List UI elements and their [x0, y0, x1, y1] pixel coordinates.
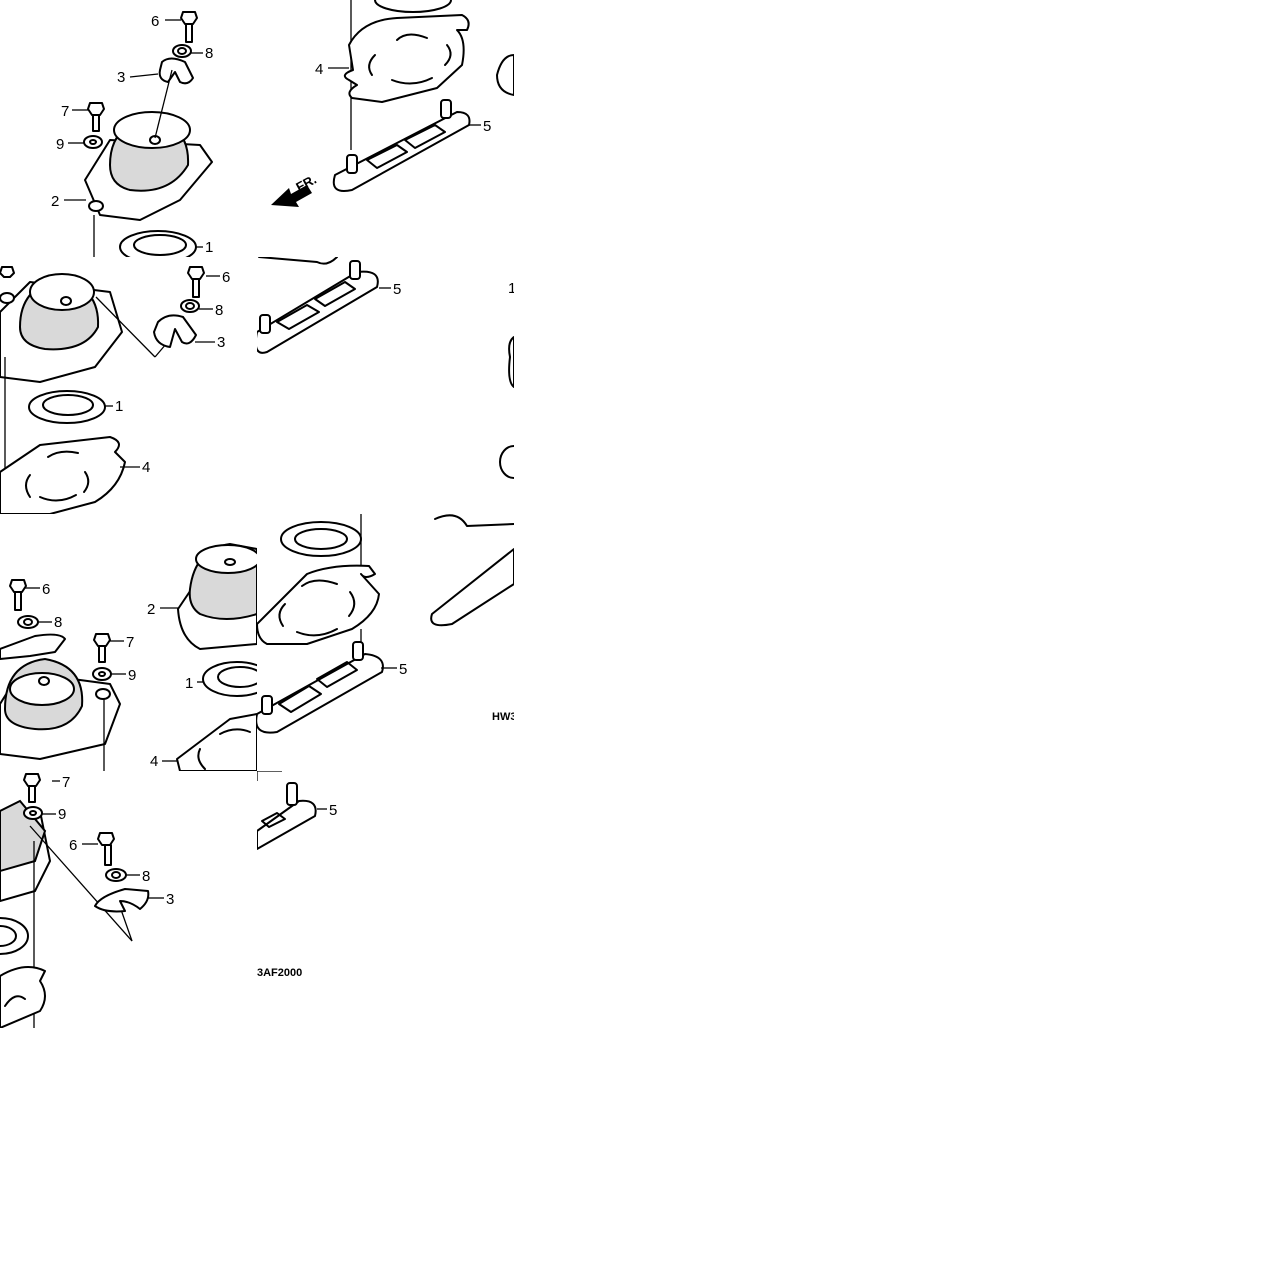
callout-9: 9: [56, 136, 64, 153]
callout-2: 2: [147, 601, 155, 618]
bolt-6: [97, 832, 115, 846]
diagram-tile-mount-assembly-c: 6 8 7 9 2 1 4: [0, 514, 257, 771]
plate-4: [0, 436, 126, 514]
callout-1: 1: [115, 398, 123, 415]
callout-1-left: 1: [185, 675, 193, 692]
plate-4: [343, 14, 470, 103]
callout-6: 6: [222, 269, 230, 286]
callout-8: 8: [54, 614, 62, 631]
plate-5: [332, 111, 471, 192]
callout-4-left: 4: [150, 753, 158, 770]
front-arrow-icon: FR.: [271, 172, 319, 207]
callout-8: 8: [215, 302, 223, 319]
callout-2: 2: [51, 193, 59, 210]
bracket-3: [0, 633, 66, 660]
callout-7: 7: [62, 774, 70, 791]
diagram-tile-rear-plate: 5 3 2 1: [257, 257, 514, 514]
callout-4: 4: [142, 459, 150, 476]
callout-9: 9: [128, 667, 136, 684]
callout-5: 5: [399, 661, 407, 678]
callout-8: 8: [142, 868, 150, 885]
drawing-code-2: 3AF2000: [257, 967, 302, 979]
callout-6: 6: [42, 581, 50, 598]
callout-3: 3: [117, 69, 125, 86]
plate-5: [257, 799, 317, 850]
bolt-7: [87, 102, 105, 116]
bolt-6: [180, 11, 198, 43]
diagram-tile-mount-assembly-d: 7 9 6 8 3: [0, 771, 257, 1028]
callout-1: 1: [205, 239, 213, 256]
diagram-tile-plate-5: 5 3AF2000: [257, 771, 514, 1028]
callout-8: 8: [205, 45, 213, 62]
drawing-code: HW3: [492, 711, 514, 723]
bracket-3: [153, 314, 197, 348]
callout-7: 7: [126, 634, 134, 651]
diagram-tile-mount-assembly-a: 6 8 3 7 9 2 1: [0, 0, 257, 257]
callout-3: 3: [217, 334, 225, 351]
bracket-3: [94, 888, 150, 913]
bolt-7: [93, 633, 111, 647]
plate-4: [257, 564, 380, 645]
callout-5: 5: [329, 802, 337, 819]
diagram-tile-plate-stack: 5 HW3: [257, 514, 514, 771]
callout-5: 5: [393, 281, 401, 298]
bolt-6: [187, 266, 205, 280]
callout-9: 9: [58, 806, 66, 823]
callout-7: 7: [61, 103, 69, 120]
bolt-7: [23, 773, 41, 787]
callout-4: 4: [315, 61, 323, 78]
callout-6: 6: [151, 13, 159, 30]
diagram-tile-front-plates: FR. 7 9 2 4 5: [257, 0, 514, 257]
callout-5: 5: [483, 118, 491, 135]
diagram-tile-mount-assembly-b: 6 8 3 1 4: [0, 257, 257, 514]
callout-partial: 1: [508, 280, 514, 297]
bolt-6: [9, 579, 27, 593]
bracket-3: [158, 57, 194, 85]
callout-6: 6: [69, 837, 77, 854]
callout-3: 3: [166, 891, 174, 908]
